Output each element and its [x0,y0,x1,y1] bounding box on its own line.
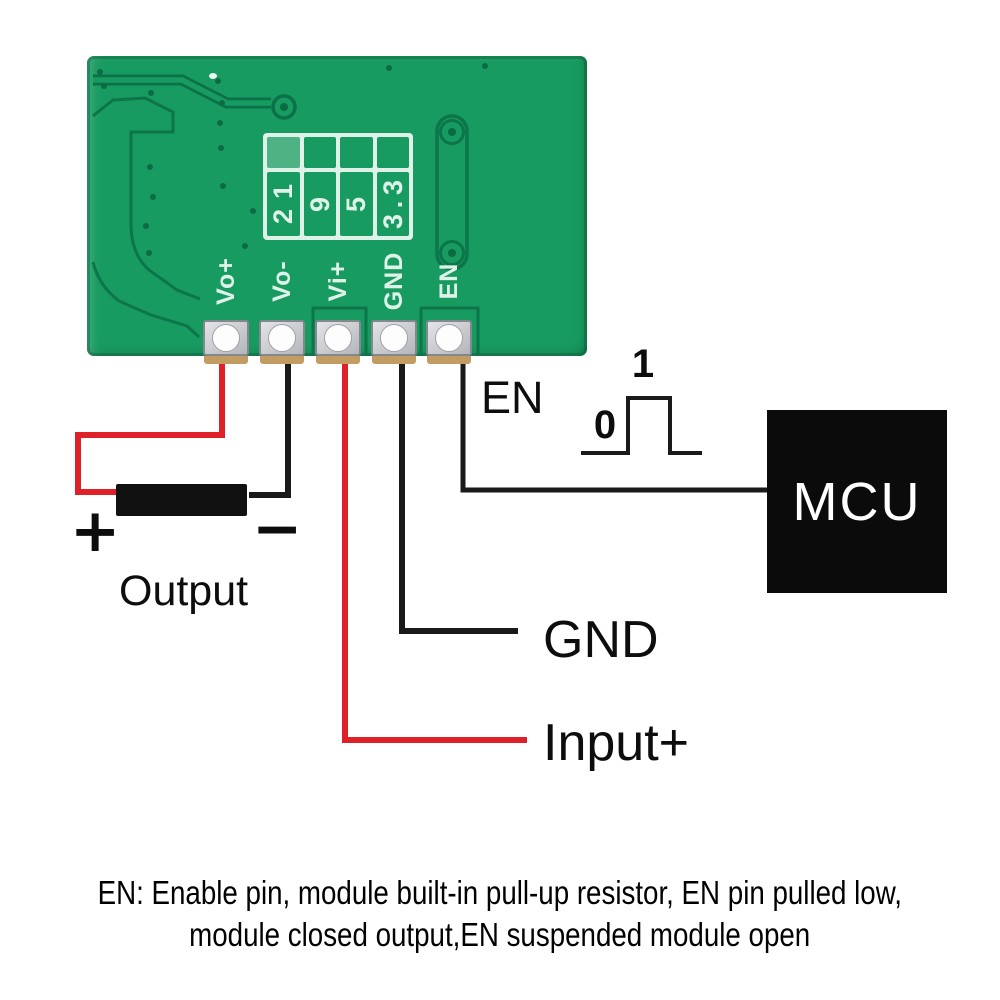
gnd-label: GND [543,611,659,669]
solder-dot [209,73,217,79]
plus-terminal-label: + [70,496,121,566]
footnote-line1: EN: Enable pin, module built-in pull-up … [97,874,903,911]
via-bottom-ring [439,240,465,266]
pulse-high-label: 1 [631,342,655,386]
solder-pad-gnd [371,320,417,356]
board-edge-strip [427,356,471,364]
board-edge-strip [372,356,416,364]
voltage-option-cell: 9 [303,172,336,236]
capsule-trace [435,114,469,271]
solder-pad-vo-minus [259,320,305,356]
pad-hole [324,324,352,352]
board-edge-strip [316,356,360,364]
wire-input-plus [342,356,527,743]
voltage-table-header-cell [267,137,300,168]
wire-gnd [399,356,518,634]
pour-outline-bottom [91,261,201,339]
voltage-option-cell: 3.3 [376,172,409,236]
mcu-box: MCU [767,410,947,593]
pcb-traces [91,63,488,356]
pad-hole [268,324,296,352]
minus-terminal-label: − [252,494,303,564]
solder-pad-vo-minusplus [203,320,249,356]
pulse-low-label: 0 [593,403,617,447]
load-component [116,484,247,516]
en-label: EN [481,372,544,423]
footnote-line2: module closed output,EN suspended module… [189,916,811,953]
pour-outline-top [92,96,201,301]
wire-en-to-mcu [460,356,768,493]
pcb-trace-core [93,77,271,106]
voltage-table-header-cell [340,137,373,168]
keepout-pad3 [311,306,368,356]
footnote: EN: Enable pin, module built-in pull-up … [0,872,1000,956]
wire-vo-minus [249,356,291,498]
keepout-pad5 [419,306,480,356]
via-top-hole [448,128,456,136]
pad-hole [380,324,408,352]
via-bottom-hole [448,249,456,257]
pulse-waveform [581,396,702,455]
via-hole [280,103,288,111]
via-top-ring [439,119,465,145]
input-plus-label: Input+ [543,714,690,772]
voltage-table-header-cell [303,137,336,168]
board-edge-strip [204,356,248,364]
pad-hole [212,324,240,352]
voltage-table-header-cell [376,137,409,168]
solder-pad-vi-minusplus [315,320,361,356]
output-label: Output [119,567,249,615]
solder-pad-en [426,320,472,356]
voltage-option-cell: 5 [340,172,373,236]
board-edge-strip [260,356,304,364]
pad-hole [435,324,463,352]
drill-holes [97,63,488,256]
wire-vo-plus [75,356,225,495]
mcu-label: MCU [792,471,922,532]
